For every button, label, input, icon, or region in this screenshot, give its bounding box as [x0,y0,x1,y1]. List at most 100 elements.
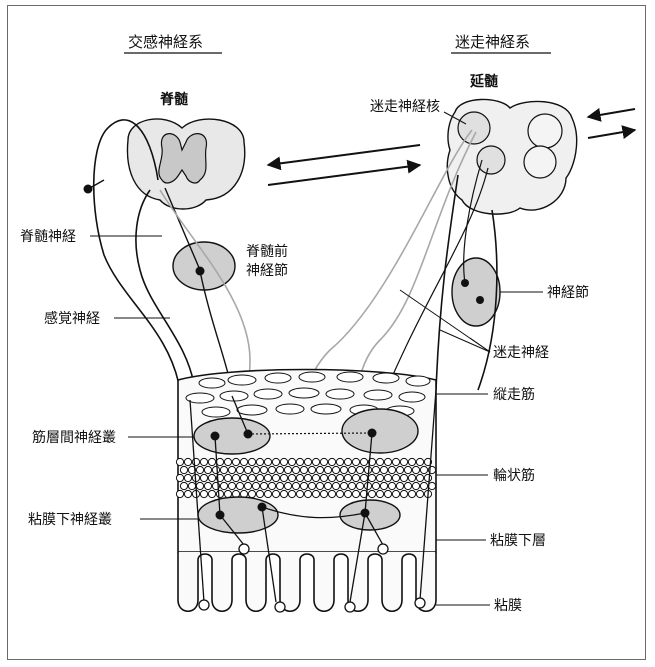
label-prevertebral-2: 神経節 [246,262,288,279]
myenteric-ganglion-right [342,409,418,453]
circular-muscle-fiber [392,474,399,481]
circular-muscle-fiber [312,458,319,465]
circular-muscle-fiber [400,490,407,497]
circular-muscle-fiber [292,466,299,473]
submucosal-ganglion-right [340,500,400,530]
circular-muscle-fiber [412,482,419,489]
arrow-right-in [588,109,635,117]
circular-muscle-fiber [340,466,347,473]
circular-muscle-fiber [268,482,275,489]
circular-muscle-fiber [208,474,215,481]
circular-muscle-fiber [220,482,227,489]
circular-muscle-fiber [220,466,227,473]
circular-muscle-fiber [312,474,319,481]
circular-muscle-fiber [352,490,359,497]
circular-muscle-fiber [200,458,207,465]
label-medulla: 延髄 [469,73,499,90]
circular-muscle-fiber [356,482,363,489]
circular-muscle-fiber [296,458,303,465]
circular-muscle-fiber [264,458,271,465]
circular-muscle-fiber [400,474,407,481]
circular-muscle-fiber [176,490,183,497]
circular-muscle-fiber [312,490,319,497]
circular-muscle-fiber [408,474,415,481]
circular-muscle-fiber [348,466,355,473]
circular-muscle-fiber [288,458,295,465]
circular-muscle-fiber [384,458,391,465]
label-circular-muscle: 輪状筋 [493,467,535,484]
circular-muscle-fiber [336,458,343,465]
circular-muscle-fiber [316,466,323,473]
arrow-to-spinal-cord [268,145,420,165]
circular-muscle-fiber [248,490,255,497]
circular-muscle-fiber [404,466,411,473]
circular-muscle-fiber [320,490,327,497]
circular-muscle-fiber [336,474,343,481]
circular-muscle-fiber [396,466,403,473]
header-sympathetic: 交感神経系 [128,33,203,51]
circular-muscle-fiber [284,466,291,473]
spinal-cord [127,119,244,209]
circular-muscle-fiber [408,490,415,497]
circular-muscle-fiber [384,474,391,481]
label-myenteric-plexus: 筋層間神経叢 [32,429,116,446]
circular-muscle-fiber [396,482,403,489]
circular-muscle-fiber [248,474,255,481]
label-vagus-nerve: 迷走神経 [493,345,549,361]
circular-muscle-fiber [216,490,223,497]
circular-muscle-fiber [328,474,335,481]
circular-muscle-fiber [176,458,183,465]
circular-muscle-fiber [348,482,355,489]
circular-muscle-fiber [352,458,359,465]
circular-muscle-fiber [184,474,191,481]
circular-muscle-fiber [308,482,315,489]
circular-muscle-fiber [380,466,387,473]
arrow-right-out [588,130,635,138]
circular-muscle-fiber [264,474,271,481]
circular-muscle-fiber [336,490,343,497]
circular-muscle-fiber [384,490,391,497]
circular-muscle-fiber [344,490,351,497]
circular-muscle-fiber [376,490,383,497]
circular-muscle-fiber [300,482,307,489]
circular-muscle-fiber [268,466,275,473]
circular-muscle-fiber [212,466,219,473]
circular-muscle-fiber [320,474,327,481]
label-longitudinal-muscle: 縦走筋 [493,386,535,403]
label-submucosa: 粘膜下層 [490,533,546,549]
circular-muscle-fiber [224,458,231,465]
circular-muscle-fiber [200,490,207,497]
circular-muscle-fiber [240,474,247,481]
circular-muscle-fiber [184,490,191,497]
circular-muscle-fiber [236,482,243,489]
spinal-nerve [136,190,195,390]
circular-muscle-fiber [328,458,335,465]
sensory-ending-3 [199,600,209,610]
circular-muscle-fiber [416,474,423,481]
circular-muscle-fiber [368,474,375,481]
circular-muscle-fiber [240,458,247,465]
circular-muscle-fiber [360,474,367,481]
circular-muscle-fiber [360,458,367,465]
sensory-ending-6 [415,598,425,608]
circular-muscle-fiber [372,466,379,473]
circular-muscle-fiber [196,466,203,473]
circular-muscle-fiber [276,466,283,473]
leader-vagus-2 [440,330,490,352]
circular-muscle-fiber [332,466,339,473]
circular-muscle-fiber [180,466,187,473]
circular-muscle-fiber [204,482,211,489]
circular-muscle-fiber [368,490,375,497]
sensory-ending-5 [345,602,355,612]
circular-muscle-fiber [232,458,239,465]
circular-muscle-fiber [304,458,311,465]
circular-muscle-fiber [416,458,423,465]
circular-muscle-fiber [204,466,211,473]
label-mucosa: 粘膜 [494,598,522,614]
circular-muscle-fiber [208,490,215,497]
circular-muscle-fiber [352,474,359,481]
circular-muscle-fiber [380,482,387,489]
circular-muscle-fiber [280,490,287,497]
circular-muscle-fiber [376,458,383,465]
